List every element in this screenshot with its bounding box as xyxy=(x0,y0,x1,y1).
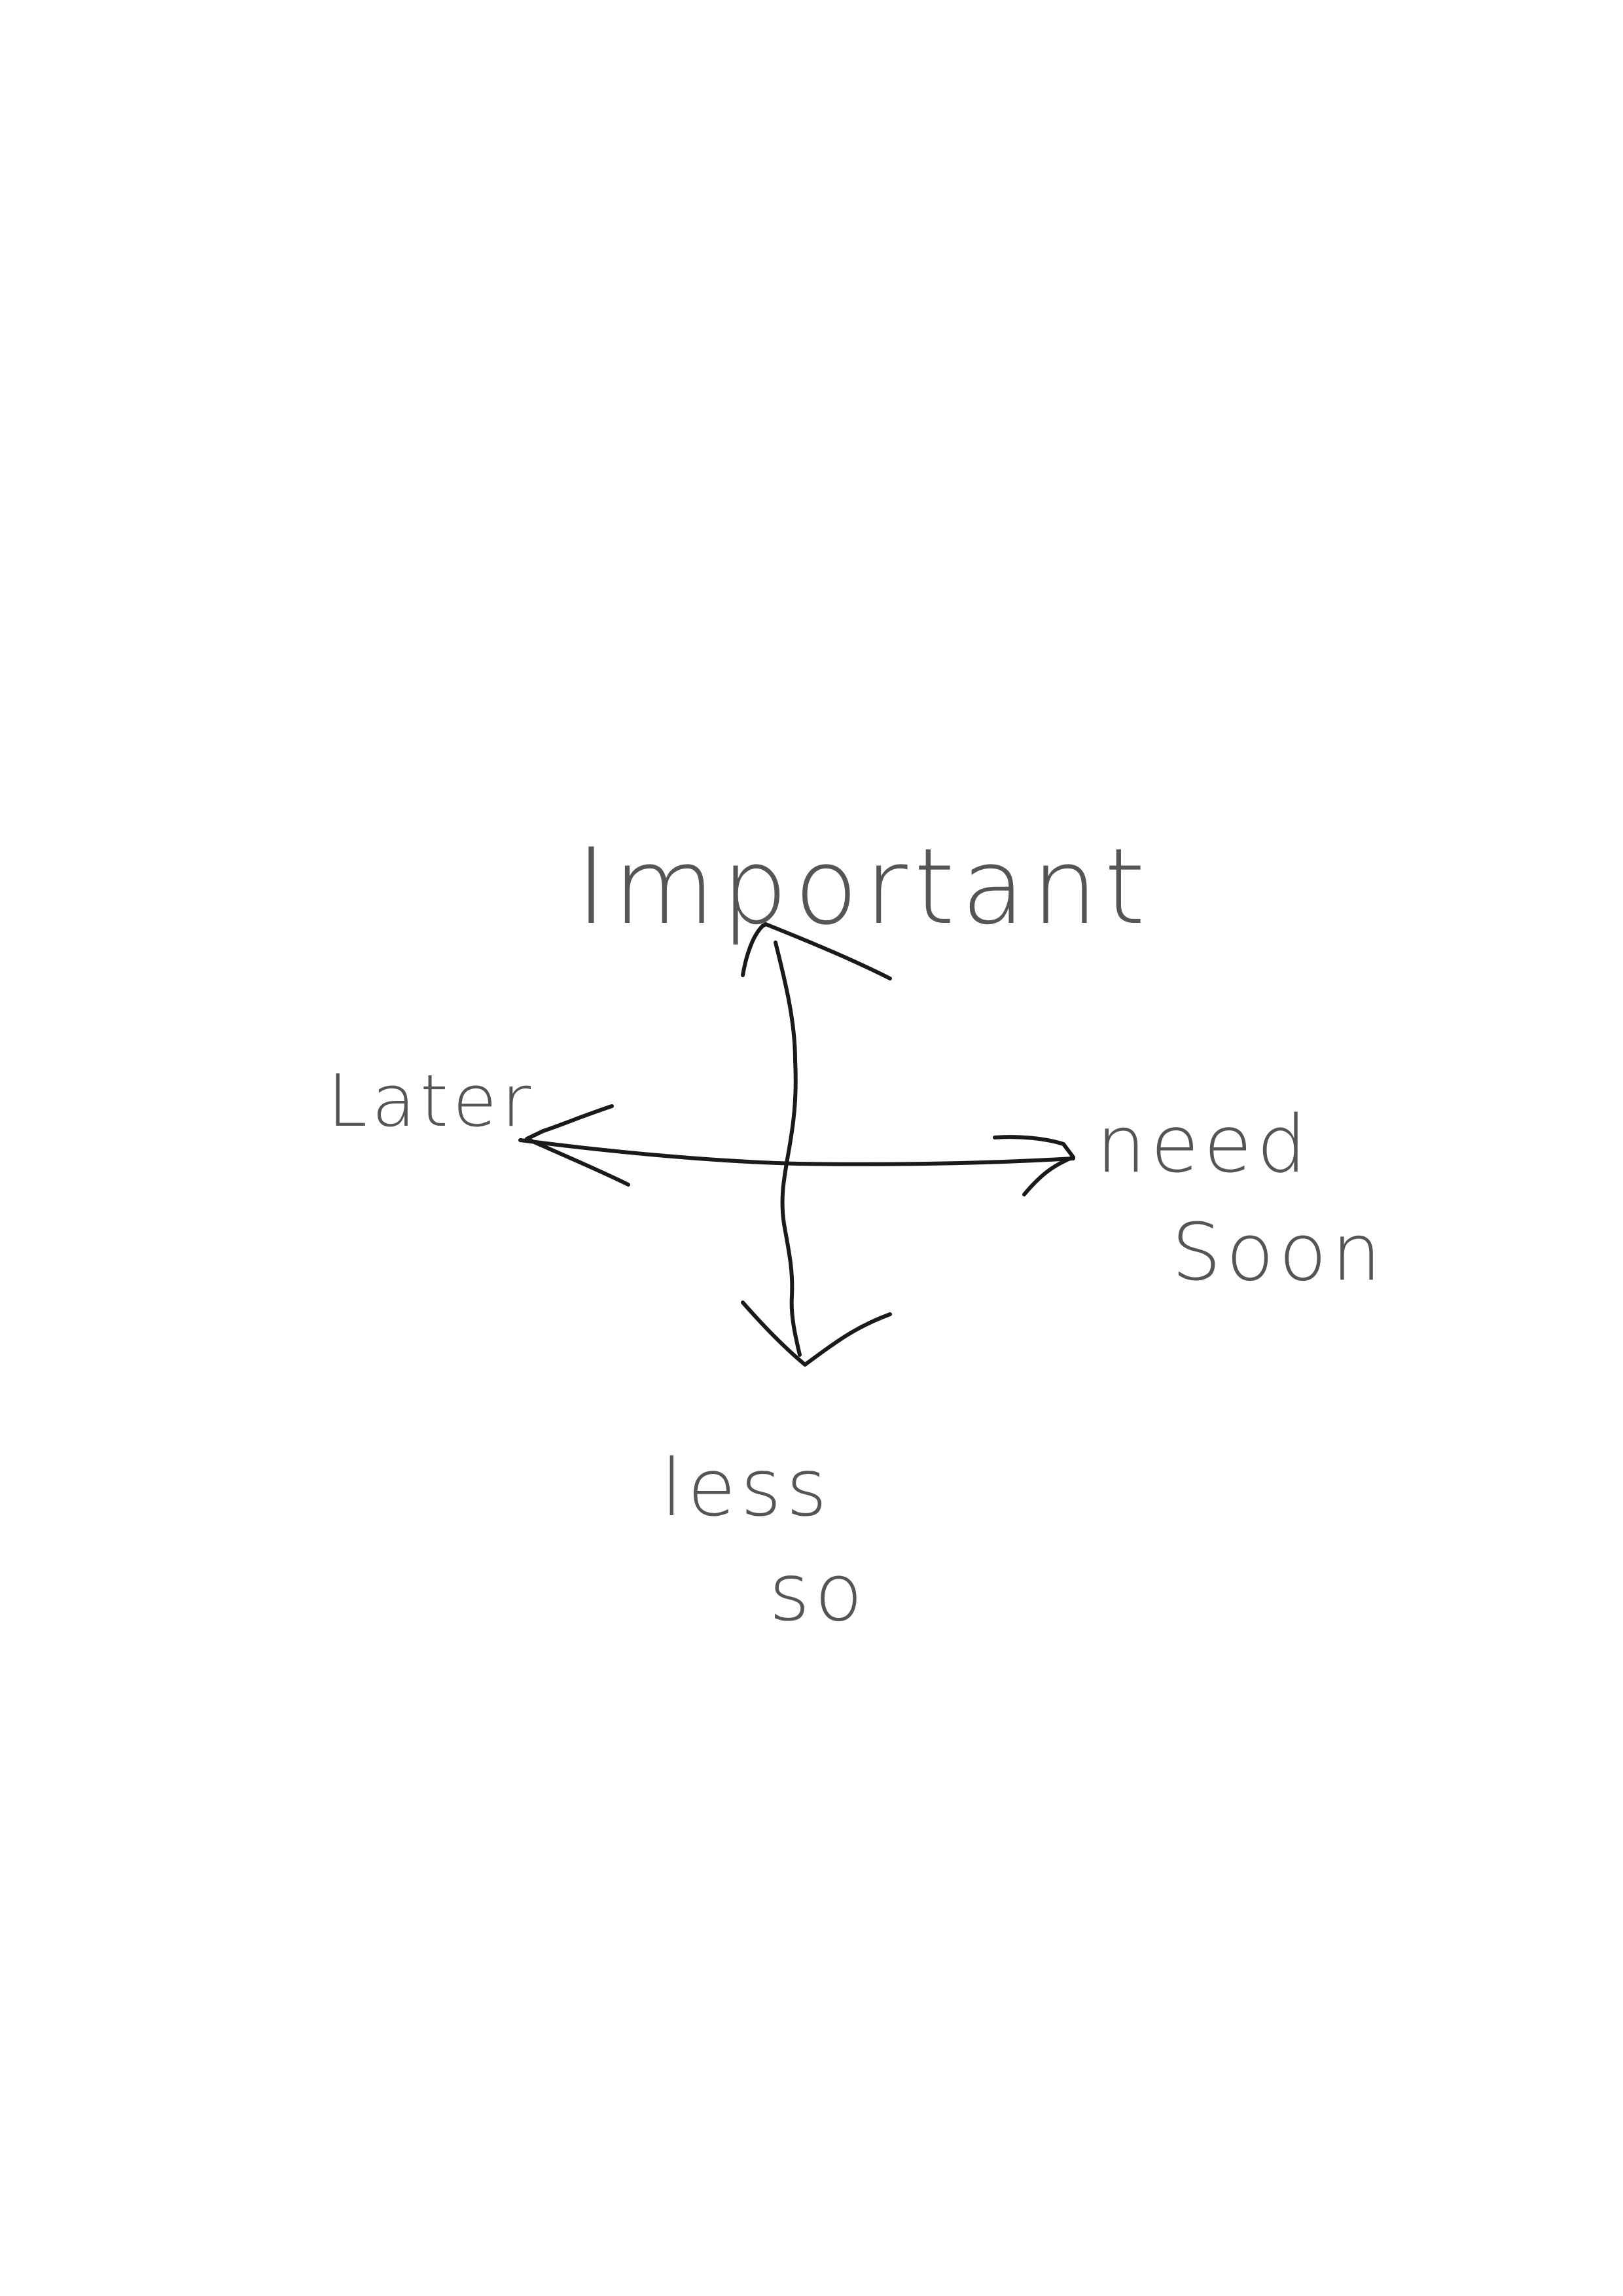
label-less: less xyxy=(661,1443,832,1534)
vertical-axis-line xyxy=(776,942,800,1355)
label-important: Important xyxy=(576,825,1152,948)
label-need: need xyxy=(1096,1100,1311,1191)
down-arrowhead xyxy=(743,1302,890,1365)
horizontal-axis-line xyxy=(520,1140,1073,1164)
label-so: so xyxy=(769,1548,867,1639)
right-arrowhead xyxy=(995,1137,1073,1194)
label-soon: Soon xyxy=(1171,1208,1386,1299)
label-later: Later xyxy=(327,1059,535,1143)
